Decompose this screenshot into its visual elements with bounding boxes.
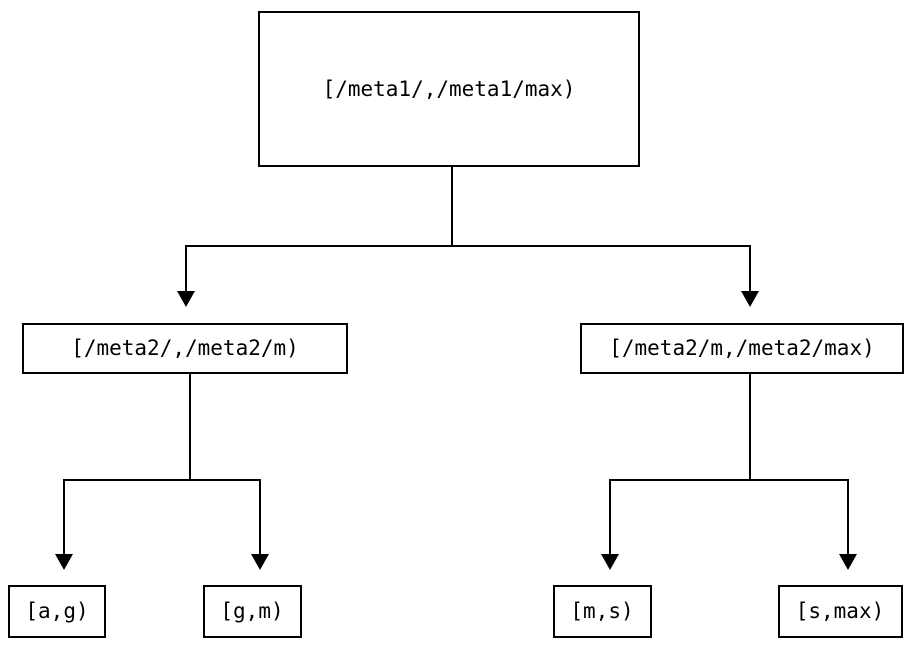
edge-elbow xyxy=(63,479,190,554)
edge-elbow xyxy=(452,245,751,291)
edges-layer xyxy=(55,167,857,570)
edge-root-to-mid-right xyxy=(451,167,759,307)
edge-mid-right-to-leaf-m-s xyxy=(601,374,751,570)
node-box-leaf-m-s[interactable] xyxy=(553,585,652,638)
edge-elbow xyxy=(185,245,452,291)
nodes-layer: [/meta1/,/meta1/max) [/meta2/,/meta2/m) [/… xyxy=(8,11,904,638)
edge-mid-left-to-leaf-g-m xyxy=(189,374,269,570)
tree-node-leaf-s-max[interactable]: [s,max) xyxy=(778,585,903,638)
edge-arrowhead xyxy=(601,554,619,570)
node-box-leaf-a-g[interactable] xyxy=(8,585,106,638)
edge-arrowhead xyxy=(839,554,857,570)
node-label-leaf-m-s: [m,s) xyxy=(570,599,633,623)
node-label-mid-left: [/meta2/,/meta2/m) xyxy=(71,336,299,360)
tree-node-leaf-a-g[interactable]: [a,g) xyxy=(8,585,106,638)
tree-node-root[interactable]: [/meta1/,/meta1/max) xyxy=(258,11,640,167)
tree-node-mid-left[interactable]: [/meta2/,/meta2/m) xyxy=(22,323,348,374)
node-label-root: [/meta1/,/meta1/max) xyxy=(323,77,576,101)
edge-elbow xyxy=(609,479,750,554)
tree-node-leaf-g-m[interactable]: [g,m) xyxy=(203,585,302,638)
node-label-leaf-a-g: [a,g) xyxy=(25,599,88,623)
node-label-leaf-g-m: [g,m) xyxy=(220,599,283,623)
edge-arrowhead xyxy=(177,291,195,307)
tree-node-leaf-m-s[interactable]: [m,s) xyxy=(553,585,652,638)
tree-node-mid-right[interactable]: [/meta2/m,/meta2/max) xyxy=(580,323,904,374)
edge-root-to-mid-left xyxy=(177,167,453,307)
node-box-leaf-g-m[interactable] xyxy=(203,585,302,638)
edge-elbow xyxy=(750,479,849,554)
node-box-mid-right[interactable] xyxy=(580,323,904,374)
node-box-root[interactable] xyxy=(258,11,640,167)
edge-arrowhead xyxy=(251,554,269,570)
edge-elbow xyxy=(190,479,261,554)
edge-mid-left-to-leaf-a-g xyxy=(55,374,191,570)
node-label-mid-right: [/meta2/m,/meta2/max) xyxy=(609,336,875,360)
node-box-mid-left[interactable] xyxy=(22,323,348,374)
edge-arrowhead xyxy=(741,291,759,307)
node-box-leaf-s-max[interactable] xyxy=(778,585,903,638)
edge-arrowhead xyxy=(55,554,73,570)
edge-mid-right-to-leaf-s-max xyxy=(749,374,857,570)
node-label-leaf-s-max: [s,max) xyxy=(796,599,885,623)
